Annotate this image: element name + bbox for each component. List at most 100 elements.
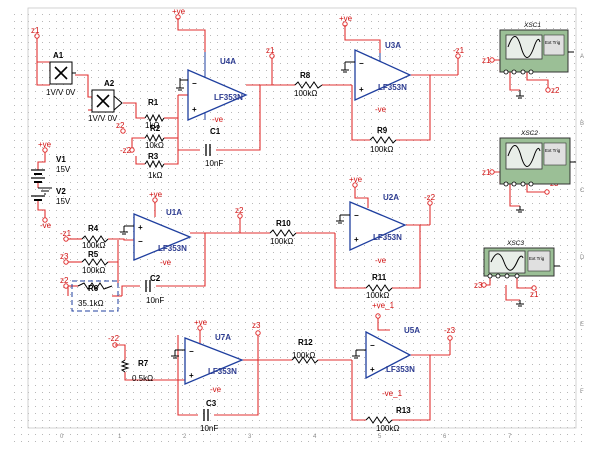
resistor-ref: R5 xyxy=(88,250,99,259)
oscilloscope-xsc1[interactable]: XSC1 Ext Trig xyxy=(499,22,574,75)
net-label-vp: +ve xyxy=(172,7,186,16)
resistor-r8 xyxy=(294,81,323,89)
capacitor-ref: C3 xyxy=(206,399,217,408)
capacitor-ref: C1 xyxy=(210,127,221,136)
svg-text:+: + xyxy=(354,235,359,244)
source-value: 15V xyxy=(56,165,71,174)
multiplier-ref: A2 xyxy=(104,79,115,88)
net-label-vn: -ve xyxy=(210,385,222,394)
net-label-neg-z2: -z2 xyxy=(108,334,120,343)
svg-text:−: − xyxy=(192,79,197,88)
svg-text:+: + xyxy=(370,365,375,374)
ground-symbol xyxy=(38,187,52,195)
col-label: 4 xyxy=(313,434,317,440)
net-label-z2: z2 xyxy=(235,206,244,215)
ground-symbol xyxy=(171,349,185,359)
svg-text:+: + xyxy=(138,223,143,232)
svg-text:+: + xyxy=(192,105,197,114)
net-label-z1: z1 xyxy=(266,46,275,55)
resistor-ref: R4 xyxy=(88,224,99,233)
resistor-r5 xyxy=(81,258,109,266)
net-label-z2: z2 xyxy=(551,86,560,95)
ground-symbol xyxy=(336,214,350,224)
sine-wave-icon xyxy=(507,36,541,58)
net-label-neg-z1: -z1 xyxy=(60,229,72,238)
capacitor-c3 xyxy=(203,409,209,421)
row-label: D xyxy=(580,255,585,261)
resistor-r2 xyxy=(144,133,165,143)
ground-symbol xyxy=(516,90,524,99)
capacitor-value: 10nF xyxy=(200,424,218,433)
opamp-u5a[interactable]: − + U5A LF353N -ve_1 xyxy=(365,326,420,398)
col-label: 1 xyxy=(118,434,122,440)
resistor-ref: R3 xyxy=(148,152,159,161)
scope-trigger-label: Ext Trig xyxy=(529,256,545,261)
opamp-model: LF353N xyxy=(214,93,243,102)
opamp-ref: U4A xyxy=(220,57,236,66)
opamp-model: LF353N xyxy=(386,365,415,374)
net-label-z2: z2 xyxy=(116,121,125,130)
resistor-labels: R1 1kΩ R2 10kΩ R3 1kΩ R8 100kΩ R9 100kΩ … xyxy=(78,71,411,433)
multiplier-spec: 1V/V 0V xyxy=(88,114,118,123)
resistor-r9 xyxy=(369,136,397,144)
sheet-border xyxy=(27,7,577,429)
opamp-u2a[interactable]: − + U2A LF353N -ve xyxy=(349,193,407,265)
resistor-r11 xyxy=(365,284,393,292)
resistor-value: 100kΩ xyxy=(366,291,389,300)
net-label-z3: z3 xyxy=(60,252,69,261)
resistor-ref: R7 xyxy=(138,359,149,368)
col-label: 7 xyxy=(508,434,512,440)
net-label-z1: z1 xyxy=(482,168,491,177)
net-label-vp: +ve xyxy=(339,14,353,23)
resistor-value: 100kΩ xyxy=(376,424,399,433)
border-row-labels: A B C D E F xyxy=(580,54,585,395)
battery-v1[interactable]: V1 15V xyxy=(31,155,71,183)
resistor-r10 xyxy=(269,229,297,237)
capacitor-ref: C2 xyxy=(150,274,161,283)
net-label-vp: +ve xyxy=(38,140,52,149)
sine-wave-icon xyxy=(490,253,524,271)
opamp-u3a[interactable]: − + U3A LF353N -ve xyxy=(354,41,412,114)
opamp-u7a[interactable]: − + U7A LF353N -ve xyxy=(184,333,244,394)
svg-text:+: + xyxy=(359,85,364,94)
resistor-ref: R1 xyxy=(148,98,159,107)
resistor-value: 1kΩ xyxy=(148,171,162,180)
multiplier-ref: A1 xyxy=(53,51,64,60)
opamp-u1a[interactable]: − + U1A LF353N -ve xyxy=(133,208,192,267)
svg-text:+: + xyxy=(189,371,194,380)
resistor-ref: R6 xyxy=(88,284,99,293)
opamp-u4a[interactable]: − + U4A LF353N -ve xyxy=(187,52,248,124)
source-ref: V2 xyxy=(56,187,66,196)
capacitor-value: 10nF xyxy=(205,159,223,168)
net-label-neg-z1: -z1 xyxy=(453,46,465,55)
row-label: A xyxy=(580,54,584,60)
ground-symbol xyxy=(341,61,355,73)
battery-v2[interactable]: V2 15V xyxy=(31,187,71,206)
opamp-ref: U3A xyxy=(385,41,401,50)
resistor-ref: R11 xyxy=(372,273,387,282)
multiplier-a1[interactable]: A1 1V/V 0V xyxy=(46,51,76,97)
opamp-model: LF353N xyxy=(208,367,237,376)
svg-text:−: − xyxy=(359,59,364,68)
multiplier-a2[interactable]: A2 1V/V 0V xyxy=(88,79,123,123)
resistor-r4 xyxy=(81,235,109,243)
net-label-vp: +ve xyxy=(349,175,363,184)
opamp-ref: U2A xyxy=(383,193,399,202)
resistor-r3 xyxy=(144,159,165,169)
oscilloscope-xsc2[interactable]: XSC2 Ext Trig xyxy=(499,130,576,187)
net-label-neg-z2: -z2 xyxy=(424,193,436,202)
oscilloscope-xsc3[interactable]: XSC3 Ext Trig xyxy=(483,240,560,279)
resistor-value: 100kΩ xyxy=(82,241,105,250)
resistor-value: 1kΩ xyxy=(145,121,159,130)
col-label: 3 xyxy=(248,434,252,440)
resistor-ref: R12 xyxy=(298,338,313,347)
svg-text:−: − xyxy=(354,211,359,220)
resistor-r7 xyxy=(120,359,130,373)
net-label-vn: -ve xyxy=(375,105,387,114)
col-label: 5 xyxy=(378,434,382,440)
col-label: 6 xyxy=(443,434,447,440)
net-label-vn: -ve xyxy=(212,115,224,124)
source-ref: V1 xyxy=(56,155,66,164)
ground-symbol xyxy=(120,225,134,235)
opamp-ref: U7A xyxy=(215,333,231,342)
